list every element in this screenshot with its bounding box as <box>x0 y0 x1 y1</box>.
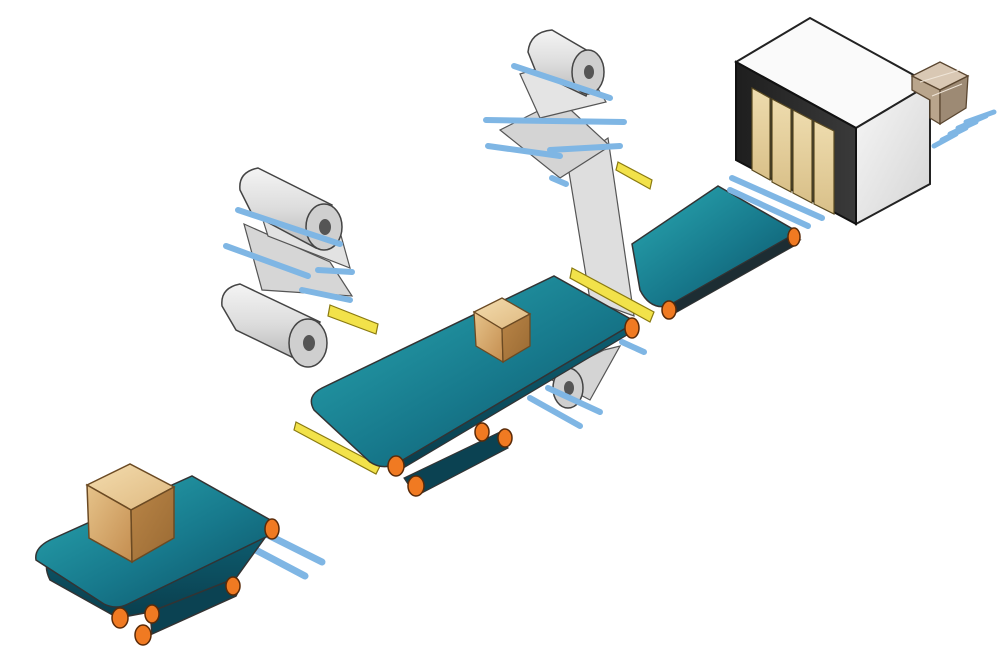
tunnel-outfeed-rods <box>931 109 997 149</box>
tunnel-curtain-panels <box>751 86 835 215</box>
outfeed-conveyor <box>631 185 802 320</box>
lower-film-unwind <box>221 167 379 368</box>
film-roll-bottom-left <box>221 283 328 368</box>
wrapping-conveyor <box>293 267 655 497</box>
infeed-conveyor <box>35 463 326 646</box>
lower-unwind-shafts <box>223 207 355 303</box>
film-roll-top-left <box>239 167 343 251</box>
shrink-tunnel <box>727 16 997 229</box>
wrapped-package <box>910 61 970 126</box>
infeed-rollers <box>111 518 280 646</box>
wrapping-rollers <box>387 317 640 497</box>
upper-film-unwind <box>483 29 653 317</box>
upper-unwind-shafts <box>483 63 627 187</box>
product-box-wrapping <box>472 297 532 364</box>
guide-rail-left <box>293 421 381 475</box>
guide-rail-right <box>569 267 655 323</box>
film-roll-top-center <box>527 29 605 98</box>
product-box-infeed <box>85 463 176 564</box>
